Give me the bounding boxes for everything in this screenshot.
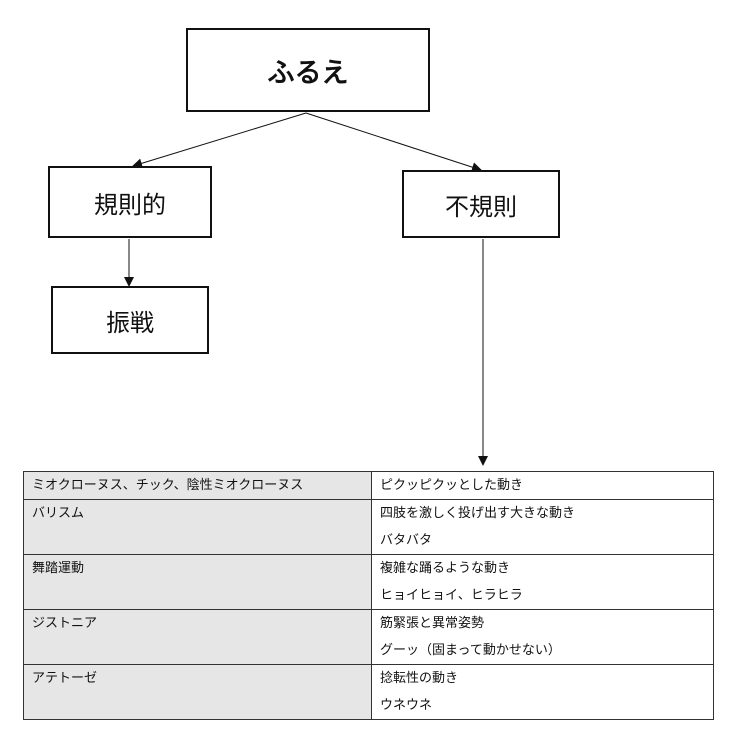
symptom-name: アテトーゼ xyxy=(23,664,372,720)
symptom-description: ピクッピクッとした動き xyxy=(371,471,714,500)
root-node-box: ふるえ xyxy=(186,28,430,112)
description-line: ヒョイヒョイ、ヒラヒラ xyxy=(380,588,523,603)
description-line: バタバタ xyxy=(380,533,433,548)
table-row: ミオクローヌス、チック、陰性ミオクローヌス ピクッピクッとした動き xyxy=(23,471,714,500)
irregular-node-label: 不規則 xyxy=(445,192,517,221)
description-line: 捻転性の動き xyxy=(380,671,459,686)
description-line: グーッ（固まって動かせない） xyxy=(380,643,561,658)
tremor-node-box: 振戦 xyxy=(51,286,209,354)
root-node-label: ふるえ xyxy=(267,57,349,89)
table-row: 舞踏運動 複雑な踊るような動き ヒョイヒョイ、ヒラヒラ xyxy=(23,554,714,610)
symptom-description: 筋緊張と異常姿勢 グーッ（固まって動かせない） xyxy=(371,609,714,665)
description-line: 四肢を激しく投げ出す大きな動き xyxy=(380,506,576,521)
symptom-name: ジストニア xyxy=(23,609,372,665)
symptom-description: 捻転性の動き ウネウネ xyxy=(371,664,714,720)
description-line: 複雑な踊るような動き xyxy=(380,561,511,576)
description-line: ピクッピクッとした動き xyxy=(380,478,524,493)
symptom-name: ミオクローヌス、チック、陰性ミオクローヌス xyxy=(23,471,372,500)
symptom-description: 複雑な踊るような動き ヒョイヒョイ、ヒラヒラ xyxy=(371,554,714,610)
irregular-node-box: 不規則 xyxy=(402,170,560,238)
symptom-table: ミオクローヌス、チック、陰性ミオクローヌス ピクッピクッとした動き バリスム 四… xyxy=(23,471,714,720)
symptom-name: 舞踏運動 xyxy=(23,554,372,610)
arrow-root-to-regular xyxy=(132,112,307,169)
regular-node-box: 規則的 xyxy=(48,166,212,238)
table-row: バリスム 四肢を激しく投げ出す大きな動き バタバタ xyxy=(23,499,714,555)
regular-node-label: 規則的 xyxy=(94,190,166,219)
table-row: ジストニア 筋緊張と異常姿勢 グーッ（固まって動かせない） xyxy=(23,609,714,665)
description-line: 筋緊張と異常姿勢 xyxy=(380,616,485,631)
symptom-name: バリスム xyxy=(23,499,372,555)
symptom-description: 四肢を激しく投げ出す大きな動き バタバタ xyxy=(371,499,714,555)
arrow-root-to-irregular xyxy=(305,112,482,172)
table-row: アテトーゼ 捻転性の動き ウネウネ xyxy=(23,664,714,720)
tremor-node-label: 振戦 xyxy=(106,308,154,337)
description-line: ウネウネ xyxy=(380,698,433,713)
